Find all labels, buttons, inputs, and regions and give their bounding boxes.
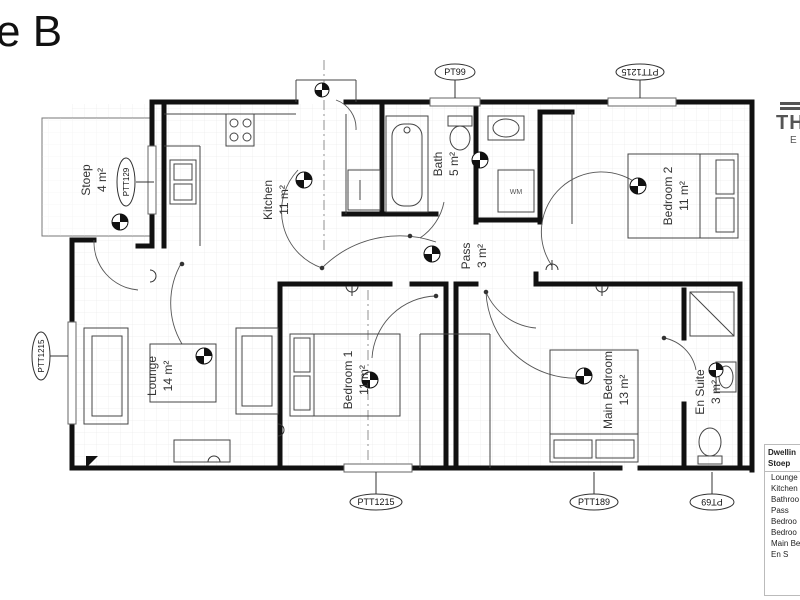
- en-suite-fixtures-icon: [697, 361, 737, 465]
- tag-labels: PT99 PTT1215 PTT129 PTT1215 PTT1215 PTT1…: [37, 67, 723, 507]
- tag-ptt1215-bottom: PTT1215: [357, 497, 394, 507]
- room-kitchen-name: Kitchen: [261, 180, 275, 220]
- bathtub-icon: [385, 115, 429, 213]
- schedule-row: Lounge: [771, 473, 798, 482]
- bed-bedroom1-icon: [289, 333, 401, 417]
- room-bedroom1-area: 11 m²: [357, 365, 371, 395]
- schedule-row: Bathroo: [771, 495, 800, 504]
- schedule-row: Bedroo: [771, 528, 797, 537]
- bed-main-bedroom-icon: [549, 349, 639, 463]
- room-stoep-name: Stoep: [79, 164, 93, 196]
- room-main-bedroom-area: 13 m²: [617, 375, 631, 406]
- walls: [69, 99, 755, 473]
- room-stoep-area: 4 m²: [95, 168, 109, 192]
- sofa-icon: [83, 327, 279, 463]
- stove-icon: [229, 118, 252, 142]
- brand-sub: E: [790, 135, 797, 146]
- stair-marker: [86, 456, 98, 468]
- room-bedroom2-area: 11 m²: [677, 181, 691, 211]
- room-bedroom2-name: Bedroom 2: [661, 166, 675, 225]
- fridge-icon: [347, 169, 381, 211]
- kitchen-sink-icon: [169, 159, 197, 205]
- schedule-row: Main Be: [771, 539, 800, 548]
- room-labels: Stoep 4 m² Kitchen 11 m² Bath 5 m² Pass …: [79, 152, 723, 429]
- schedule-row: En S: [771, 550, 789, 559]
- thin-lines: [164, 79, 735, 468]
- room-en-suite-area: 3 m²: [709, 380, 723, 404]
- windows: [67, 97, 677, 473]
- basin-icon: [487, 115, 525, 141]
- schedule-row: Pass: [771, 506, 789, 515]
- tag-ptt189: PTT189: [578, 497, 610, 507]
- schedule-header-line: Dwellin: [768, 448, 797, 457]
- stoep-outline: [41, 117, 155, 237]
- room-kitchen-area: 11 m²: [277, 185, 291, 215]
- room-lounge-area: 14 m²: [161, 361, 175, 392]
- room-en-suite-name: En Suite: [693, 369, 707, 415]
- power-points: [149, 233, 667, 463]
- room-bath-name: Bath: [431, 152, 445, 177]
- brand-logo: TH E: [776, 100, 800, 146]
- logo-bar-icon: [780, 107, 800, 110]
- logo-bar-icon: [780, 102, 800, 105]
- tags: [31, 63, 735, 511]
- tag-ptt1215-left: PTT1215: [37, 339, 46, 372]
- room-lounge-name: Lounge: [145, 356, 159, 396]
- room-pass-area: 3 m²: [475, 244, 489, 268]
- light-fixtures: [111, 82, 724, 389]
- tag-pt99: PT99: [444, 67, 466, 77]
- room-bedroom1-name: Bedroom 1: [341, 350, 355, 409]
- room-pass-name: Pass: [459, 243, 473, 270]
- door-arcs: [93, 99, 697, 379]
- tag-pt69: PT69: [701, 497, 723, 507]
- schedule-header: Dwellin Stoep: [765, 445, 800, 472]
- washing-machine-label: WM: [510, 189, 523, 196]
- tag-ptt1215-top: PTT1215: [621, 67, 658, 77]
- toilet-icon: [447, 115, 473, 151]
- washing-machine-icon: [497, 169, 535, 213]
- room-bath-area: 5 m²: [447, 152, 461, 176]
- schedule-row: Bedroo: [771, 517, 797, 526]
- schedule-header-line: Stoep: [768, 459, 791, 468]
- bed-bedroom2-icon: [627, 153, 739, 239]
- schedule-row: Kitchen: [771, 484, 798, 493]
- page-title: e B: [0, 7, 63, 56]
- room-main-bedroom-name: Main Bedroom: [601, 351, 615, 429]
- area-schedule: Dwellin Stoep Lounge Kitchen Bathroo Pas…: [764, 444, 800, 596]
- tag-ptt129: PTT129: [122, 167, 131, 196]
- brand-name: TH: [776, 112, 800, 134]
